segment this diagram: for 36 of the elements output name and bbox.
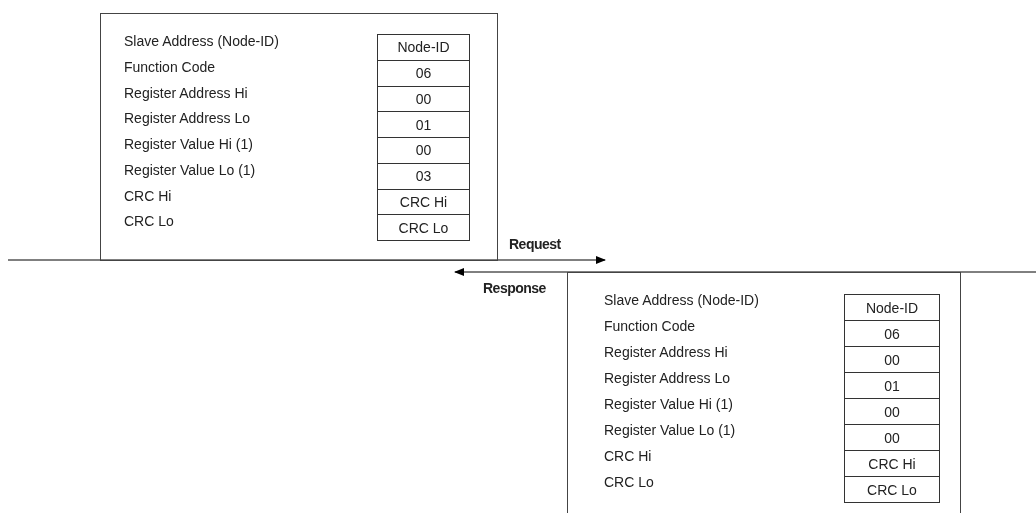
- field-name: Register Address Lo: [124, 109, 251, 129]
- arrow: [497, 256, 606, 264]
- field-name: Function Code: [124, 57, 216, 77]
- edge-label: Request: [508, 236, 562, 252]
- value-cell: 00: [844, 424, 940, 451]
- frame-box: [100, 13, 498, 261]
- field-name: Register Address Hi: [124, 83, 248, 103]
- value-cell: 06: [377, 59, 470, 87]
- value-cell: Node-ID: [377, 34, 470, 61]
- field-name: CRC Lo: [604, 473, 654, 492]
- field-name: CRC Lo: [124, 212, 174, 232]
- field-name: CRC Hi: [604, 447, 652, 466]
- frame-box: [567, 272, 961, 513]
- field-name: Register Value Lo (1): [124, 160, 256, 180]
- value-cell: Node-ID: [844, 294, 940, 321]
- field-name: Slave Address (Node-ID): [604, 291, 759, 310]
- value-cell: CRC Hi: [844, 450, 940, 477]
- edge-label: Response: [482, 280, 547, 296]
- value-cell: 01: [377, 111, 470, 138]
- field-name: Register Value Hi (1): [604, 395, 733, 414]
- field-name: Register Address Lo: [604, 369, 731, 388]
- field-name: Slave Address (Node-ID): [124, 32, 279, 51]
- value-cell: 00: [844, 398, 940, 425]
- value-cell: 00: [377, 137, 470, 164]
- value-cell: CRC Lo: [377, 214, 470, 241]
- field-name: Register Value Hi (1): [124, 135, 253, 154]
- field-name: Register Value Lo (1): [604, 421, 736, 440]
- value-cell: 03: [377, 162, 470, 190]
- value-cell: 00: [844, 346, 940, 373]
- arrow: [454, 268, 568, 276]
- field-name: Register Address Hi: [604, 343, 728, 362]
- field-name: CRC Hi: [124, 186, 172, 206]
- value-cell: 06: [844, 320, 940, 347]
- field-name: Function Code: [604, 317, 696, 336]
- value-cell: 01: [844, 372, 940, 399]
- value-cell: CRC Lo: [844, 476, 940, 503]
